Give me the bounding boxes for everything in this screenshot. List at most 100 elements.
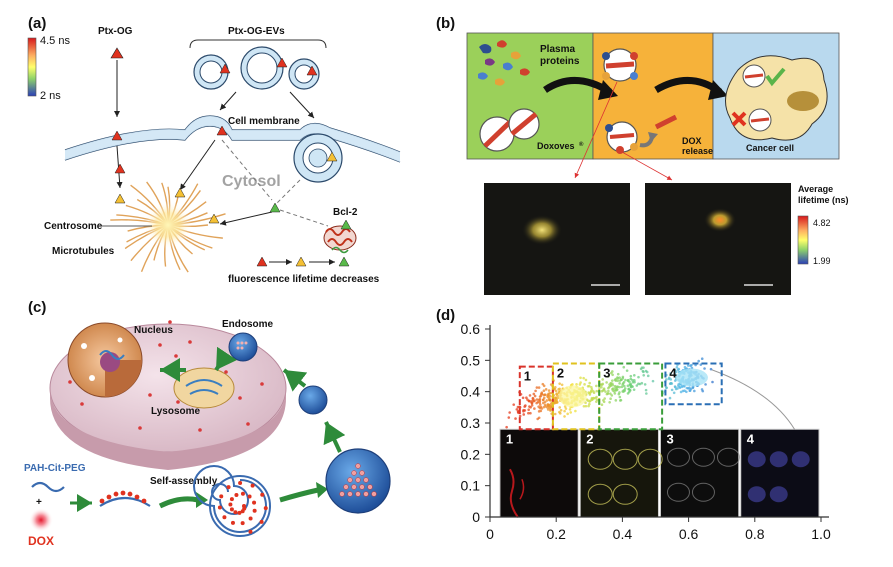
inset-label-3: 3 — [666, 431, 673, 446]
arrow-ev-left — [219, 91, 237, 111]
y-tick-label: 0.3 — [461, 415, 481, 431]
dox-molecule — [29, 508, 53, 532]
arrow-self-assembly — [158, 496, 199, 509]
mt-triangle-4 — [208, 213, 220, 224]
bcl2-protein — [323, 225, 357, 254]
y-tick-label: 0.1 — [461, 478, 481, 494]
ptx-og-evs-label: Ptx-OG-EVs — [228, 26, 285, 37]
panel-c-label: (c) — [28, 299, 46, 316]
lysosome-label: Lysosome — [151, 406, 201, 417]
coated-liposome — [602, 48, 638, 82]
cell-membrane-label: Cell membrane — [228, 116, 300, 127]
pointer-to-image-2 — [621, 151, 673, 181]
region-label-2: 2 — [557, 365, 564, 380]
region-label-4: 4 — [669, 365, 677, 380]
lysosome — [173, 367, 235, 409]
region-label-1: 1 — [524, 369, 531, 384]
polymer-chain — [31, 481, 65, 493]
membrane-triangle — [111, 130, 123, 141]
inset-label-4: 4 — [747, 431, 755, 446]
flim-spot-1 — [522, 215, 562, 245]
panel-a: (a) 4.5 ns 2 ns Ptx-OG Ptx-OG-EVs Cell m… — [27, 15, 401, 285]
nanoparticle-endocytosed — [298, 385, 328, 415]
pah-cit-peg-label: PAH-Cit-PEG — [24, 463, 86, 474]
ptx-og-label: Ptx-OG — [98, 26, 133, 37]
arrow-to-nanoparticle — [279, 487, 319, 503]
colorbar-bottom-label: 2 ns — [40, 90, 61, 102]
y-tick-label: 0 — [472, 509, 480, 525]
x-tick-label: 0.8 — [745, 526, 765, 542]
panel-b-label: (b) — [436, 15, 455, 32]
lifetime-colorbar — [27, 37, 37, 97]
arrow-cytosol-to-mt — [219, 211, 273, 226]
region-label-3: 3 — [603, 365, 610, 380]
arrow-ball-up — [323, 421, 346, 453]
panel-d: (d) 1 2 3 4 1 2 3 4 0 0.2 0.4 0.6 0.8 1.0 0 0.1 0.2 0.3 0.… — [436, 307, 831, 542]
inset-label-1: 1 — [506, 431, 513, 446]
inset-label-2: 2 — [586, 431, 593, 446]
y-tick-label: 0.2 — [461, 446, 481, 462]
cytosol-label: Cytosol — [222, 173, 281, 190]
region-box-3 — [598, 362, 664, 431]
arrow-to-nanoparticle-head — [316, 482, 328, 498]
endosome-triangle — [326, 151, 338, 162]
bcl2-label: Bcl-2 — [333, 207, 358, 218]
panel-c: (c) Nucleus Lysosome Endosome PAH-Cit-PE… — [24, 299, 391, 548]
big-arrow-2-head — [708, 80, 728, 100]
x-tick-label: 0 — [486, 526, 494, 542]
x-tick-label: 0.2 — [546, 526, 566, 542]
dox-label: DOX — [28, 534, 54, 548]
x-tick-label: 1.0 — [811, 526, 831, 542]
mt-triangle-1 — [114, 163, 126, 174]
avg-lifetime-colorbar — [797, 215, 809, 265]
x-tick-label: 0.6 — [679, 526, 699, 542]
region-box-4 — [664, 362, 723, 406]
region-box-2 — [551, 362, 601, 431]
membrane-triangle-2 — [216, 125, 228, 136]
flim-image-2 — [645, 183, 791, 295]
doxoves-mark: ® — [579, 141, 584, 148]
lifetime-max-label: 4.82 — [813, 218, 831, 228]
arrow-membrane-to-centrosome — [179, 139, 216, 191]
dashed-path-3 — [279, 209, 329, 227]
pointer-to-image-1 — [574, 81, 618, 179]
microtubules-label: Microtubules — [52, 246, 115, 257]
plasma-protein-blobs — [478, 40, 530, 86]
releasing-liposome — [605, 114, 678, 154]
cytosol-triangle — [269, 202, 281, 213]
ptx-og-triangle — [110, 47, 124, 59]
cell-body-side — [50, 388, 286, 470]
cancer-cell — [725, 55, 828, 141]
plus-sign: + — [36, 497, 42, 508]
self-assembly-label: Self-assembly — [150, 476, 218, 487]
mt-triangle-2 — [114, 193, 126, 204]
panel-d-label: (d) — [436, 307, 455, 324]
arrow-self-assembly-head — [196, 492, 208, 508]
panel-a-label: (a) — [28, 15, 46, 32]
phasor-inset-3 — [659, 428, 740, 518]
arrow-np-to-cell — [282, 368, 308, 392]
cell-membrane-band — [65, 116, 400, 162]
nucleus — [67, 322, 143, 398]
arrow-ev-right — [289, 91, 315, 119]
x-tick-label: 0.4 — [613, 526, 633, 542]
big-arrow-1-head — [598, 80, 618, 100]
y-tick-label: 0.6 — [461, 321, 481, 337]
evs-bracket — [189, 39, 327, 49]
complex-dots — [99, 490, 147, 504]
dashed-path-2 — [275, 179, 301, 205]
y-tick-label: 0.5 — [461, 352, 481, 368]
polymer-dox-complex — [99, 496, 151, 507]
ev-vesicles — [193, 46, 320, 90]
dashed-path-1 — [221, 139, 273, 201]
arrow-endosome-lysosome — [214, 346, 238, 372]
nanoparticle-dots — [339, 463, 377, 497]
bcl2-triangle — [340, 219, 352, 230]
nucleus-label: Nucleus — [134, 325, 173, 336]
